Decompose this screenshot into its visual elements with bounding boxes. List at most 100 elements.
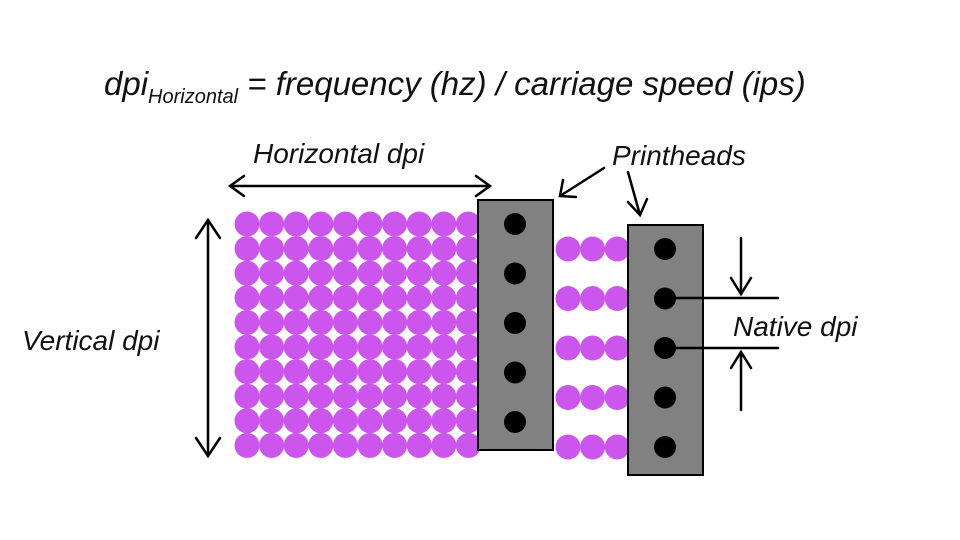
ink-dot	[431, 236, 457, 262]
ink-dot	[332, 211, 358, 237]
nozzle	[504, 312, 526, 334]
ink-dot	[234, 309, 260, 335]
ink-dot	[382, 383, 408, 409]
ink-dot	[555, 434, 581, 460]
ink-dot	[357, 432, 383, 458]
ink-dot	[259, 383, 285, 409]
nozzle	[504, 262, 526, 285]
ink-dot	[604, 434, 630, 460]
ink-dot	[580, 286, 606, 311]
ink-dot	[406, 383, 432, 409]
ink-dot	[308, 383, 334, 409]
ink-dot	[431, 285, 457, 311]
ink-dot	[283, 432, 309, 458]
ink-dot	[259, 285, 285, 311]
formula-lhs: dpi	[104, 65, 150, 102]
ink-dot	[308, 285, 334, 311]
ink-dot	[382, 359, 408, 385]
ink-dot	[382, 408, 408, 434]
ink-dot	[580, 385, 606, 410]
ink-dot	[283, 383, 309, 409]
ink-dot	[382, 211, 408, 237]
ink-dot	[283, 408, 309, 434]
ink-dot	[455, 211, 481, 237]
ink-dot	[357, 211, 383, 237]
ink-dot	[406, 260, 432, 286]
ink-dot	[357, 236, 383, 262]
nozzle	[654, 386, 676, 409]
ink-dot	[234, 359, 260, 385]
ink-dot	[604, 286, 630, 311]
ink-dot	[382, 285, 408, 311]
ink-dot	[234, 236, 260, 262]
ink-dot	[234, 383, 260, 409]
ink-dot	[455, 285, 481, 311]
ink-dot	[234, 432, 260, 458]
ink-dot	[455, 260, 481, 286]
ink-dot	[555, 335, 581, 361]
ink-dot	[234, 211, 260, 237]
ink-dot	[308, 260, 334, 286]
ink-dot	[357, 309, 383, 335]
printheads-label: Printheads	[612, 140, 746, 171]
ink-dot	[332, 432, 358, 458]
ink-dot	[332, 408, 358, 434]
native-dpi-arrow-down	[729, 236, 753, 297]
ink-dot	[332, 236, 358, 262]
ink-dot	[604, 385, 630, 410]
nozzle	[504, 411, 526, 433]
ink-dot	[259, 334, 285, 360]
nozzle	[654, 238, 676, 260]
ink-dot	[406, 285, 432, 311]
ink-dot	[431, 359, 457, 385]
native-dpi-label: Native dpi	[733, 311, 858, 342]
ink-dot	[259, 211, 285, 237]
ink-dot	[308, 432, 334, 458]
ink-dot	[431, 383, 457, 409]
ink-dot	[455, 236, 481, 262]
ink-dot	[357, 285, 383, 311]
ink-dot	[308, 359, 334, 385]
ink-dot	[308, 309, 334, 335]
formula: dpiHorizontal = frequency (hz) / carriag…	[104, 65, 806, 108]
ink-dot	[259, 309, 285, 335]
ink-dot	[259, 359, 285, 385]
ink-dot	[382, 260, 408, 286]
vertical-dpi-arrow	[194, 217, 222, 459]
printheads-arrow-1	[558, 166, 606, 199]
ink-dot	[580, 236, 606, 262]
ink-dot	[357, 408, 383, 434]
ink-dot	[283, 260, 309, 286]
ink-dot	[234, 408, 260, 434]
ink-dot	[259, 260, 285, 286]
ink-dot	[308, 408, 334, 434]
between-head-dots	[555, 236, 630, 460]
ink-dot	[455, 334, 481, 360]
ink-dot	[357, 359, 383, 385]
ink-dot	[455, 383, 481, 409]
ink-dot	[431, 334, 457, 360]
ink-dot	[234, 334, 260, 360]
ink-dot	[455, 309, 481, 335]
printhead-2	[627, 224, 704, 476]
nozzle	[504, 213, 526, 235]
ink-dot	[308, 211, 334, 237]
printheads-arrow-2	[626, 170, 649, 218]
ink-dot	[308, 334, 334, 360]
ink-dot	[283, 334, 309, 360]
ink-dot	[382, 309, 408, 335]
ink-dot	[455, 359, 481, 385]
ink-dot	[406, 236, 432, 262]
dot-grid	[234, 211, 481, 458]
nozzle	[504, 361, 526, 384]
formula-rhs: = frequency (hz) / carriage speed (ips)	[238, 65, 806, 102]
native-dpi-arrow-up	[729, 349, 753, 412]
ink-dot	[406, 408, 432, 434]
ink-dot	[382, 236, 408, 262]
ink-dot	[555, 286, 581, 311]
ink-dot	[580, 335, 606, 361]
ink-dot	[332, 359, 358, 385]
ink-dot	[431, 432, 457, 458]
printhead-1	[477, 199, 554, 451]
